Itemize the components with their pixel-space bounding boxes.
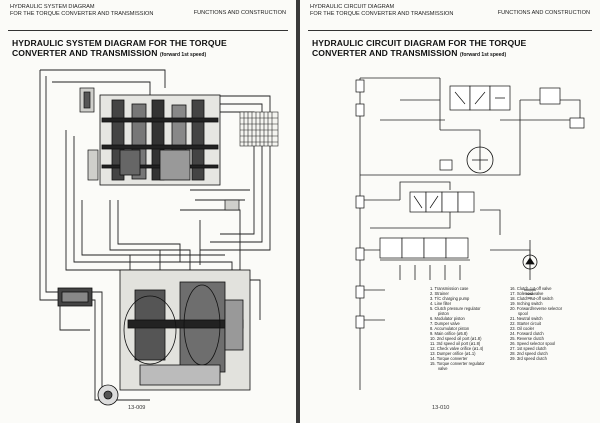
legend-item: 24. Forward clutch — [510, 331, 544, 336]
charging-pump — [97, 384, 119, 406]
legend-item: 10. 2nd speed oil port (ø1.8) — [430, 336, 482, 341]
legend-item: 4. Line filter — [430, 301, 452, 306]
legend-item: 13. Dumper orifice (ø1.1) — [430, 351, 476, 356]
right-page: HYDRAULIC CIRCUIT DIAGRAM FOR THE TORQUE… — [300, 0, 600, 423]
left-title: HYDRAULIC SYSTEM DIAGRAM FOR THE TORQUE … — [12, 38, 227, 60]
oil-cooler — [239, 111, 279, 147]
pump-symbol — [522, 254, 538, 299]
legend-item: 22. Starter circuit — [510, 321, 541, 326]
right-header-line1: HYDRAULIC CIRCUIT DIAGRAM — [310, 4, 395, 10]
clutch-symbols — [355, 79, 365, 329]
line-filter — [57, 287, 93, 307]
right-title-line1: HYDRAULIC CIRCUIT DIAGRAM FOR THE TORQUE — [312, 38, 527, 48]
legend-item: 7. Dumper valve — [430, 321, 460, 326]
control-valve-block — [99, 94, 221, 186]
legend-item: 5. Clutch pressure regulator — [430, 306, 481, 311]
book-gutter — [296, 0, 300, 423]
legend-item: 18. Clutch cut-off switch — [510, 296, 554, 301]
right-header-line2: FOR THE TORQUE CONVERTER AND TRANSMISSIO… — [310, 10, 454, 17]
right-header-section: FUNCTIONS AND CONSTRUCTION — [497, 10, 590, 16]
legend-item: 26. Speed selector spool — [510, 341, 556, 346]
legend-item: valve — [438, 366, 448, 371]
legend-item: 1. Transmission case — [430, 286, 469, 291]
legend-item: spool — [518, 311, 528, 316]
left-header-line1: HYDRAULIC SYSTEM DIAGRAM — [10, 4, 95, 10]
left-page: HYDRAULIC SYSTEM DIAGRAM FOR THE TORQUE … — [0, 0, 296, 423]
left-title-line1: HYDRAULIC SYSTEM DIAGRAM FOR THE TORQUE — [12, 38, 227, 48]
legend-item: piston — [438, 311, 449, 316]
legend-item: 21. Neutral switch — [510, 316, 543, 321]
legend-column-2: 16. Clutch cut-off valve 17. Solenoid va… — [510, 286, 590, 361]
right-page-number: 13-010 — [432, 405, 450, 411]
left-header-line2: FOR THE TORQUE CONVERTER AND TRANSMISSIO… — [10, 10, 154, 17]
legend-item: 29. 3rd speed clutch — [510, 356, 547, 361]
legend-item: 25. Reverse clutch — [510, 336, 544, 341]
legend-item: 2. Strainer — [430, 291, 449, 296]
legend-item: 6. Modulator piston — [430, 316, 465, 321]
hydraulic-circuit-schematic — [355, 77, 585, 390]
parts-legend: 1. Transmission case 2. Strainer 3. T/C … — [430, 286, 590, 371]
legend-item: 11. 3rd speed oil port (ø1.8) — [430, 341, 481, 346]
hydraulic-system-drawing — [39, 69, 279, 406]
legend-item: 9. Main orifice (ø5.8) — [430, 331, 468, 336]
legend-item: 12. Check valve orifice (ø1.4) — [430, 346, 484, 351]
legend-item: 15. Torque converter regulator — [430, 361, 485, 366]
legend-item: 27. 1st speed clutch — [510, 346, 547, 351]
right-header: HYDRAULIC CIRCUIT DIAGRAM FOR THE TORQUE… — [310, 4, 453, 17]
forward-reverse-valve — [449, 85, 511, 111]
legend-item: 23. Oil cooler — [510, 326, 535, 331]
legend-item: 3. T/C charging pump — [430, 296, 470, 301]
legend-item: 28. 2nd speed clutch — [510, 351, 548, 356]
legend-item: 17. Solenoid valve — [510, 291, 544, 296]
right-title: HYDRAULIC CIRCUIT DIAGRAM FOR THE TORQUE… — [312, 38, 526, 60]
right-subtitle: (forward 1st speed) — [460, 52, 507, 58]
cooler-box — [539, 87, 561, 105]
transmission-assembly — [119, 269, 251, 391]
speed-selector-valve — [409, 191, 475, 213]
right-title-line2: CONVERTER AND TRANSMISSION — [312, 48, 458, 58]
legend-item: 19. Inching switch — [510, 301, 543, 306]
legend-item: 16. Clutch cut-off valve — [510, 286, 552, 291]
left-header: HYDRAULIC SYSTEM DIAGRAM FOR THE TORQUE … — [10, 4, 153, 17]
torque-converter-symbol — [466, 146, 494, 174]
left-header-rule — [8, 30, 288, 31]
legend-item: 20. Forward/reverse selector — [510, 306, 563, 311]
left-subtitle: (forward 1st speed) — [160, 52, 207, 58]
left-title-line2: CONVERTER AND TRANSMISSION — [12, 48, 158, 58]
legend-item: 8. Accumulator piston — [430, 326, 470, 331]
right-header-rule — [308, 30, 592, 31]
legend-column-1: 1. Transmission case 2. Strainer 3. T/C … — [430, 286, 510, 371]
left-header-section: FUNCTIONS AND CONSTRUCTION — [193, 10, 286, 16]
left-page-number: 13-009 — [128, 405, 146, 411]
filter-box — [569, 117, 585, 129]
legend-item: 14. Torque converter — [430, 356, 468, 361]
regulator-box — [439, 159, 453, 171]
clutch-valve-block — [379, 237, 469, 259]
